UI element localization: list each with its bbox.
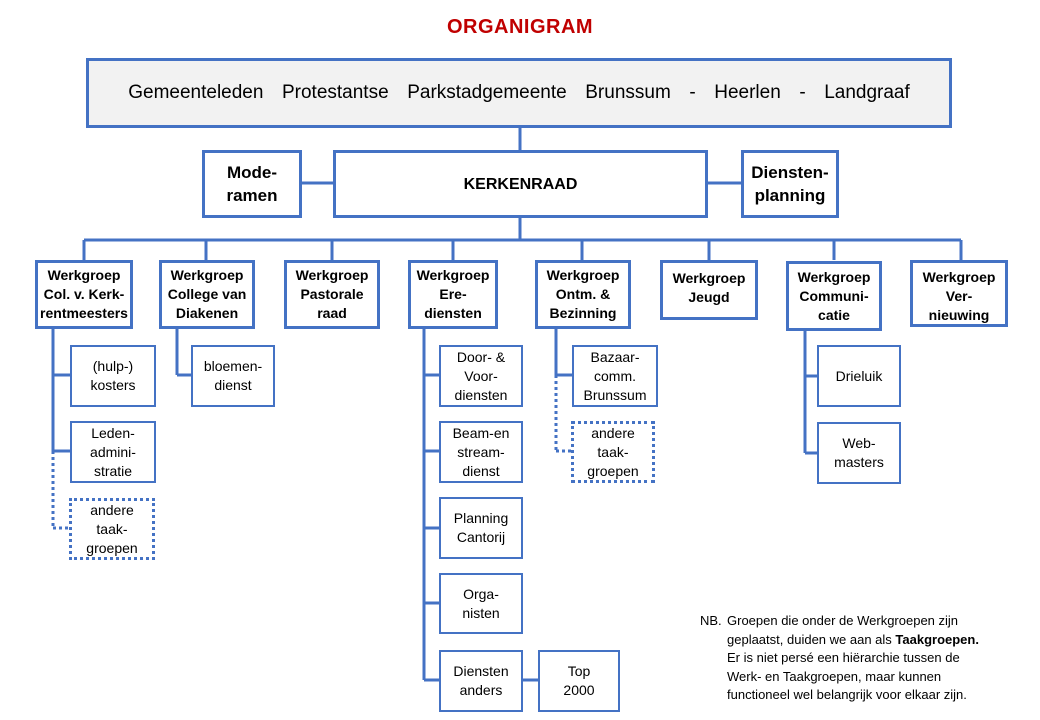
taakgroep-label: (hulp-) kosters (90, 358, 136, 393)
taakgroep-label: Drieluik (835, 367, 883, 384)
taakgroep-label: Orga- nisten (462, 585, 500, 621)
kerkenraad-label: KERKENRAAD (463, 175, 578, 193)
werkgroep-vernieuwing: Werkgroep Ver- nieuwing (910, 260, 1008, 327)
werkgroep-diakenen: Werkgroep College van Diakenen (159, 260, 255, 329)
taakgroep-label: Top 2000 (563, 663, 595, 698)
taakgroep-drieluik: Drieluik (817, 345, 901, 407)
taakgroep-andere-1: andere taak- groepen (69, 498, 155, 560)
note-line-2: geplaatst, duiden we aan als Taakgroepen… (700, 631, 1030, 650)
taakgroep-label: Bazaar- comm. Brunssum (583, 348, 647, 403)
gemeenteleden-label: Gemeenteleden Protestantse Parkstadgemee… (128, 82, 910, 103)
taakgroep-door-voordiensten: Door- & Voor- diensten (439, 345, 523, 407)
taakgroep-label: Diensten anders (453, 663, 509, 698)
moderamen-label: Mode- ramen (226, 163, 278, 205)
werkgroep-pastorale-raad: Werkgroep Pastorale raad (284, 260, 380, 329)
moderamen-box: Mode- ramen (202, 150, 302, 218)
werkgroep-kerkrentmeesters: Werkgroep Col. v. Kerk- rentmeesters (35, 260, 133, 329)
werkgroep-label: Werkgroep Jeugd (672, 270, 746, 305)
werkgroep-ontmoeting-bezinning: Werkgroep Ontm. & Bezinning (535, 260, 631, 329)
taakgroep-label: Planning Cantorij (453, 510, 509, 545)
taakgroep-bloemendienst: bloemen- dienst (191, 345, 275, 407)
taakgroep-diensten-anders: Diensten anders (439, 650, 523, 712)
werkgroep-communicatie: Werkgroep Communi- catie (786, 261, 882, 331)
taakgroep-label: Beam-en stream- dienst (452, 424, 510, 479)
note-line-3: Er is niet persé een hiërarchie tussen d… (727, 650, 960, 665)
werkgroep-label: Werkgroep Col. v. Kerk- rentmeesters (40, 267, 128, 321)
taakgroep-label: Web- masters (834, 435, 884, 470)
taakgroep-kosters: (hulp-) kosters (70, 345, 156, 407)
note-prefix: NB. (700, 613, 722, 628)
werkgroep-label: Werkgroep Ere- diensten (416, 267, 490, 321)
werkgroep-label: Werkgroep Communi- catie (797, 268, 871, 323)
note-line-1: Groepen die onder de Werkgroepen zijn (727, 613, 959, 628)
dienstenplanning-box: Diensten- planning (741, 150, 839, 218)
taakgroep-beam-stream: Beam-en stream- dienst (439, 421, 523, 483)
werkgroep-label: Werkgroep Ontm. & Bezinning (546, 267, 620, 321)
taakgroep-label: andere taak- groepen (86, 501, 138, 556)
note-taakgroepen-term: Taakgroepen. (895, 631, 979, 647)
taakgroep-andere-2: andere taak- groepen (571, 421, 655, 483)
taakgroep-label: Leden- admini- stratie (90, 424, 136, 479)
taakgroep-planning-cantorij: Planning Cantorij (439, 497, 523, 559)
taakgroep-webmasters: Web- masters (817, 422, 901, 484)
taakgroep-label: bloemen- dienst (203, 358, 263, 393)
taakgroep-label: Door- & Voor- diensten (454, 348, 508, 403)
werkgroep-erediensten: Werkgroep Ere- diensten (408, 260, 498, 329)
werkgroep-label: Werkgroep College van Diakenen (167, 267, 247, 321)
note-line-4: Werk- en Taakgroepen, maar kunnen (727, 668, 942, 684)
taakgroep-label: andere taak- groepen (587, 424, 639, 479)
note-line-2-text: geplaatst, duiden we aan als (727, 631, 896, 647)
kerkenraad-box: KERKENRAAD (333, 150, 708, 218)
werkgroep-label: Werkgroep Pastorale raad (295, 267, 369, 321)
werkgroep-jeugd: Werkgroep Jeugd (660, 260, 758, 320)
note-line-5: functioneel wel belangrijk voor elkaar z… (727, 687, 967, 702)
taakgroep-ledenadministratie: Leden- admini- stratie (70, 421, 156, 483)
taakgroep-top2000: Top 2000 (538, 650, 620, 712)
dienstenplanning-label: Diensten- planning (751, 163, 829, 205)
gemeenteleden-box: Gemeenteleden Protestantse Parkstadgemee… (86, 58, 952, 128)
taakgroep-bazaar: Bazaar- comm. Brunssum (572, 345, 658, 407)
page-title: ORGANIGRAM (446, 16, 594, 38)
footnote: NB. Groepen die onder de Werkgroepen zij… (700, 612, 1030, 705)
werkgroep-label: Werkgroep Ver- nieuwing (922, 269, 996, 323)
taakgroep-organisten: Orga- nisten (439, 573, 523, 634)
